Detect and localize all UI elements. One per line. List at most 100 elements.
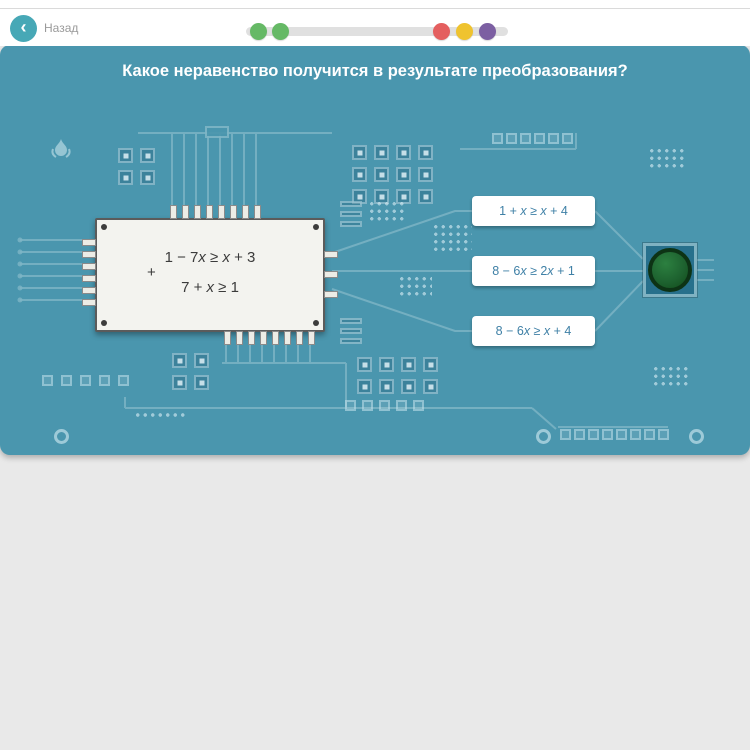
dot-grid xyxy=(398,275,432,297)
chip-pad xyxy=(374,167,389,182)
progress-dot-red xyxy=(433,23,450,40)
chip-pad xyxy=(418,145,433,160)
chip-pad xyxy=(80,375,91,386)
chip-cluster-top-left xyxy=(118,148,155,185)
card-pin xyxy=(284,331,291,345)
chip-pad xyxy=(42,375,53,386)
chip-pad xyxy=(357,357,372,372)
chip-pad xyxy=(520,133,531,144)
dot-grid xyxy=(648,147,686,171)
flame-icon xyxy=(51,139,71,158)
equation-card: 1 − 7x ≥ x + 3 + 7 + x ≥ 1 xyxy=(82,205,338,345)
chip-pad xyxy=(352,167,367,182)
card-pin xyxy=(170,205,177,219)
chip-pad xyxy=(396,145,411,160)
chip-pad xyxy=(401,357,416,372)
answer-option-3[interactable]: 8 − 6x ≥ x + 4 xyxy=(472,316,595,346)
chip-pad xyxy=(194,353,209,368)
question-title: Какое неравенство получится в результате… xyxy=(122,62,628,80)
card-pin xyxy=(82,275,96,282)
topbar: ‹ Назад xyxy=(0,0,750,46)
chip-pad xyxy=(418,167,433,182)
back-button[interactable]: ‹ Назад xyxy=(10,14,78,42)
chip-pad xyxy=(602,429,613,440)
progress-dot-yellow xyxy=(456,23,473,40)
chip-pad xyxy=(118,148,133,163)
chip-pad xyxy=(118,170,133,185)
chip-pad xyxy=(118,375,129,386)
progress-dot-green-2 xyxy=(272,23,289,40)
chip-pad xyxy=(396,400,407,411)
card-pin xyxy=(194,205,201,219)
screw-icon xyxy=(313,224,319,230)
chip-pad xyxy=(574,429,585,440)
dot-grid xyxy=(432,223,472,253)
card-pin xyxy=(82,239,96,246)
progress-bar xyxy=(246,27,508,36)
card-pin xyxy=(324,271,338,278)
inequality-line-2: 7 + x ≥ 1 xyxy=(181,279,239,296)
card-pin xyxy=(248,331,255,345)
chip-pad xyxy=(352,145,367,160)
screw-icon xyxy=(101,224,107,230)
card-pin xyxy=(324,251,338,258)
chip-pad xyxy=(560,429,571,440)
chip-pad xyxy=(379,400,390,411)
card-pin xyxy=(82,251,96,258)
chip-pad xyxy=(379,379,394,394)
card-pin xyxy=(296,331,303,345)
ladder-component-lower xyxy=(340,318,362,344)
answer-option-2[interactable]: 8 − 6x ≥ 2x + 1 xyxy=(472,256,595,286)
answer-slot[interactable] xyxy=(643,243,697,297)
chip-pad xyxy=(140,170,155,185)
chip-pad xyxy=(345,400,356,411)
topbar-divider xyxy=(0,8,750,9)
circuit-board: Какое неравенство получится в результате… xyxy=(0,45,750,455)
chip-pad xyxy=(362,400,373,411)
chip-pad xyxy=(658,429,669,440)
chip-pad xyxy=(352,189,367,204)
chip-pad xyxy=(413,400,424,411)
answer-option-1[interactable]: 1 + x ≥ x + 4 xyxy=(472,196,595,226)
chip-pad xyxy=(644,429,655,440)
card-pin xyxy=(224,331,231,345)
card-pin xyxy=(236,331,243,345)
connector-strip-bottom-right xyxy=(560,429,669,440)
chip-pad xyxy=(379,357,394,372)
chip-pad xyxy=(401,379,416,394)
pad-row-far-left xyxy=(42,375,129,386)
screw-icon xyxy=(313,320,319,326)
board-hole xyxy=(54,429,69,444)
chip-pad xyxy=(492,133,503,144)
board-hole xyxy=(689,429,704,444)
card-pin xyxy=(218,205,225,219)
chip-pad xyxy=(140,148,155,163)
board-hole xyxy=(536,429,551,444)
screw-icon xyxy=(101,320,107,326)
card-pin xyxy=(324,291,338,298)
chip-pad xyxy=(423,357,438,372)
card-pin xyxy=(206,205,213,219)
chip-pad xyxy=(534,133,545,144)
chip-pad xyxy=(506,133,517,144)
back-label: Назад xyxy=(44,21,79,35)
dot-row xyxy=(134,411,186,419)
card-pin xyxy=(82,299,96,306)
card-pin xyxy=(230,205,237,219)
chip-pad xyxy=(194,375,209,390)
chip-pad xyxy=(418,189,433,204)
chip-cluster-bottom-middle xyxy=(357,357,438,394)
chip-pad xyxy=(630,429,641,440)
progress-dot-purple xyxy=(479,23,496,40)
slot-indicator xyxy=(648,248,692,292)
connector-strip-top-right xyxy=(492,133,573,144)
card-pin xyxy=(308,331,315,345)
chip-pad xyxy=(357,379,372,394)
chip-pad xyxy=(374,145,389,160)
chip-pad xyxy=(172,353,187,368)
chip-pad xyxy=(396,167,411,182)
card-pin xyxy=(260,331,267,345)
chip-cluster-top-middle xyxy=(352,145,433,204)
card-pin xyxy=(272,331,279,345)
chip-pad xyxy=(61,375,72,386)
